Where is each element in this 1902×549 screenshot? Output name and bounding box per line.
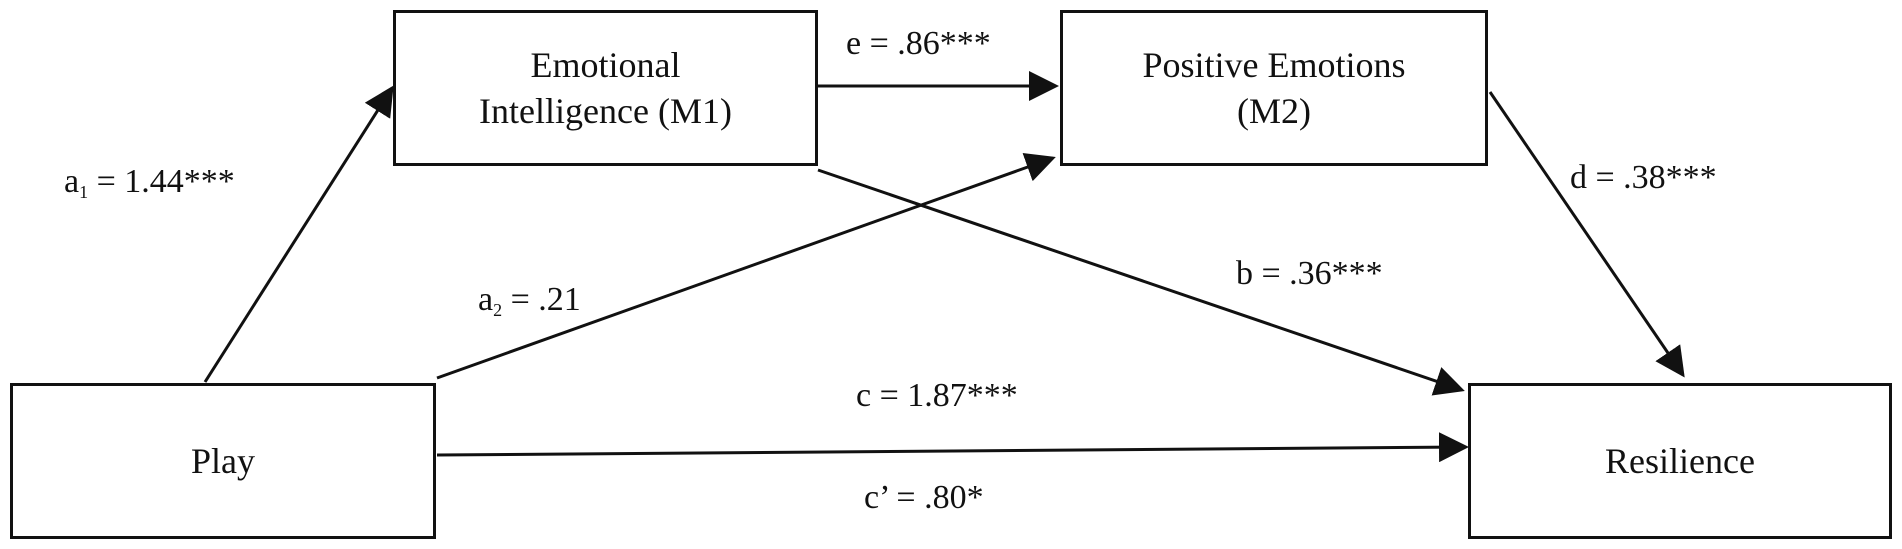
path-a2-arrow bbox=[436, 152, 1056, 380]
path-c-arrow bbox=[436, 432, 1469, 463]
path-a1-subscript: 1 bbox=[79, 182, 89, 202]
path-b-arrow bbox=[817, 168, 1465, 396]
node-play-label: Play bbox=[190, 441, 255, 481]
node-positive-emotions: Positive Emotions (M2) bbox=[1060, 10, 1488, 166]
path-a2-symbol: a bbox=[478, 281, 494, 318]
node-play: Play bbox=[10, 383, 436, 539]
path-d-arrow bbox=[1488, 91, 1685, 378]
node-m2-line2: (M2) bbox=[1237, 91, 1311, 131]
path-a1-value: = 1.44*** bbox=[88, 163, 235, 200]
node-emotional-intelligence: Emotional Intelligence (M1) bbox=[393, 10, 818, 166]
path-c-label: c = 1.87*** bbox=[856, 377, 1018, 414]
node-resilience: Resilience bbox=[1468, 383, 1892, 539]
path-a1-symbol: a bbox=[64, 163, 80, 200]
node-m2-line1: Positive Emotions bbox=[1142, 45, 1406, 85]
path-a2-subscript: 2 bbox=[493, 300, 503, 320]
node-m1-line2: Intelligence (M1) bbox=[479, 91, 732, 131]
node-resilience-label: Resilience bbox=[1605, 441, 1755, 481]
node-m1-line1: Emotional bbox=[530, 45, 681, 85]
path-a2-value: = .21 bbox=[502, 281, 581, 318]
path-a2-label: a2 = .21 bbox=[478, 280, 581, 320]
path-d-label: d = .38*** bbox=[1570, 159, 1717, 196]
path-b-label: b = .36*** bbox=[1236, 255, 1383, 292]
path-c-prime-label: c’ = .80* bbox=[864, 479, 984, 516]
path-a1-arrow bbox=[203, 85, 394, 383]
path-e-label: e = .86*** bbox=[846, 25, 991, 62]
path-a1-label: a1 = 1.44*** bbox=[64, 162, 235, 202]
